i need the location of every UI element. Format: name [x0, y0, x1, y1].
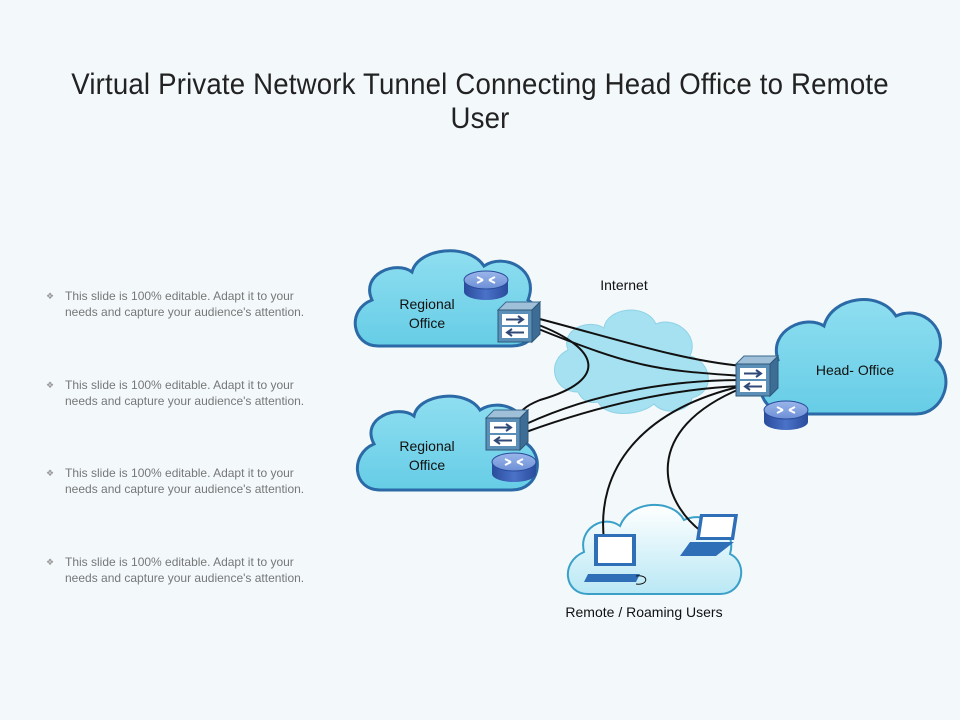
diamond-bullet-icon: ❖: [46, 557, 55, 567]
head-office-cloud: [758, 298, 948, 416]
router-icon-regional-1: [463, 270, 509, 300]
diamond-bullet-icon: ❖: [46, 468, 55, 478]
head-office-label: Head- Office: [816, 362, 895, 378]
vpn-concentrator-icon-regional-2: [484, 408, 530, 452]
network-links: [517, 317, 743, 541]
bullet-line: needs and capture your audience's attent…: [65, 482, 305, 496]
internet-label: Internet: [600, 277, 648, 293]
bullet-line: This slide is 100% editable. Adapt it to…: [65, 466, 294, 480]
link-remote-pc: [602, 385, 743, 541]
bullet-item: ❖ This slide is 100% editable. Adapt it …: [46, 377, 336, 409]
bullet-line: This slide is 100% editable. Adapt it to…: [65, 378, 294, 392]
desktop-computer-icon: [584, 534, 647, 585]
bullet-line: needs and capture your audience's attent…: [65, 394, 305, 408]
remote-users-cloud: [567, 504, 743, 595]
bullet-line: This slide is 100% editable. Adapt it to…: [65, 289, 294, 303]
slide-title: Virtual Private Network Tunnel Connectin…: [71, 68, 889, 135]
remote-users-label: Remote / Roaming Users: [565, 604, 722, 620]
bullet-line: This slide is 100% editable. Adapt it to…: [65, 555, 294, 569]
vpn-concentrator-icon-regional-1: [496, 300, 542, 344]
diamond-bullet-icon: ❖: [46, 380, 55, 390]
diamond-bullet-icon: ❖: [46, 291, 55, 301]
link-regional-2-lower: [525, 385, 743, 433]
link-remote-laptop: [666, 387, 743, 533]
bullet-item: ❖ This slide is 100% editable. Adapt it …: [46, 554, 336, 586]
bullet-line: needs and capture your audience's attent…: [65, 305, 305, 319]
bullet-item: ❖ This slide is 100% editable. Adapt it …: [46, 465, 336, 497]
vpn-concentrator-icon-head-office: [734, 354, 780, 398]
router-icon-regional-2: [491, 452, 537, 482]
regional-office-2-label: Regional: [399, 438, 454, 454]
regional-office-1-label: Regional: [399, 296, 454, 312]
laptop-icon: [680, 514, 738, 556]
link-regional-1-upper: [535, 317, 743, 367]
bullet-item: ❖ This slide is 100% editable. Adapt it …: [46, 288, 336, 320]
regional-office-2-label: Office: [409, 457, 446, 473]
bullet-line: needs and capture your audience's attent…: [65, 571, 305, 585]
router-icon-head-office: [763, 400, 809, 430]
regional-office-1-label: Office: [409, 315, 446, 331]
link-regional-2-upper: [525, 379, 743, 425]
